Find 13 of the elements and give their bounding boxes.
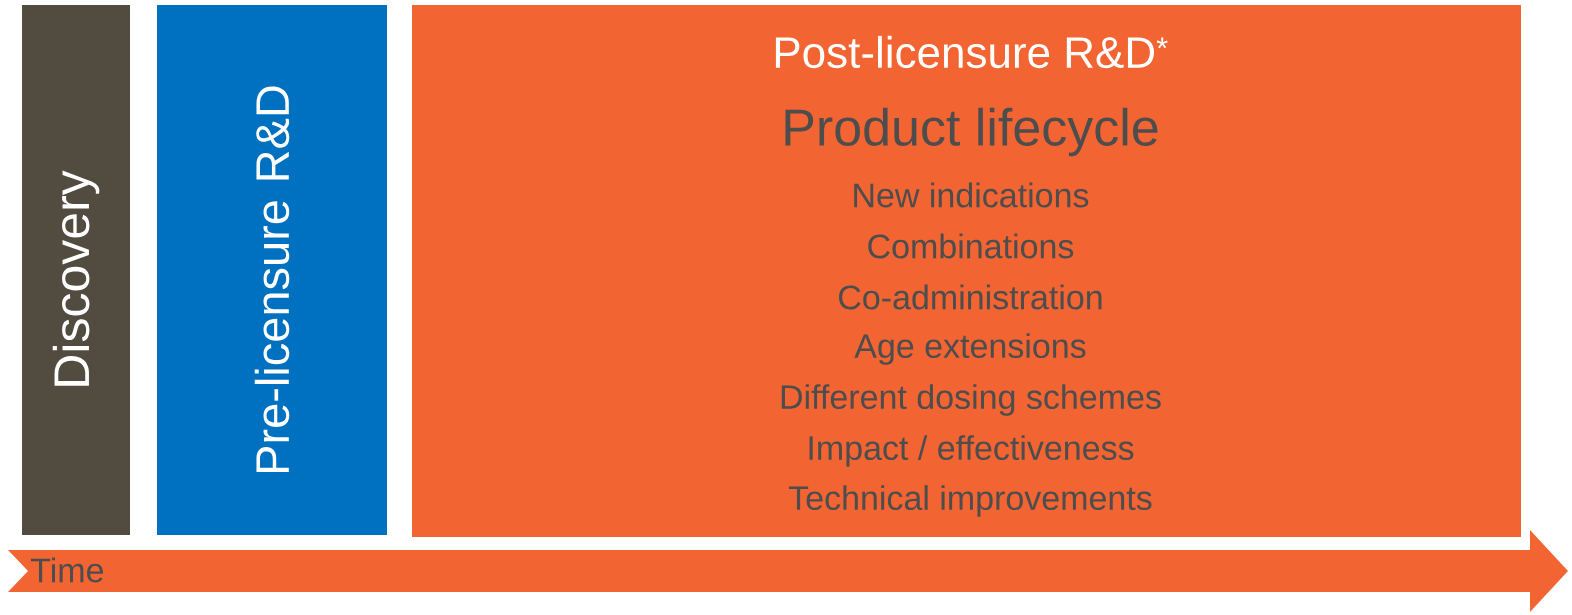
list-item: Impact / effectiveness [809,435,1134,467]
list-item: Co-administration [839,284,1102,310]
node-label: Time [30,557,103,583]
list-item: New indications [854,182,1089,208]
subheading: Product lifecycle [785,107,1158,157]
list-item: Combinations [868,233,1074,259]
list-item: Different dosing schemes [781,384,1161,416]
phase-box: Discovery [22,5,130,535]
phase-box: Pre-licensure R&D [157,5,387,535]
list-item: Age extensions [854,333,1086,365]
list-item: Technical improvements [788,485,1152,517]
heading: Post-licensure R&D$^{*}$ [775,35,1168,69]
phase-box [412,5,1521,537]
